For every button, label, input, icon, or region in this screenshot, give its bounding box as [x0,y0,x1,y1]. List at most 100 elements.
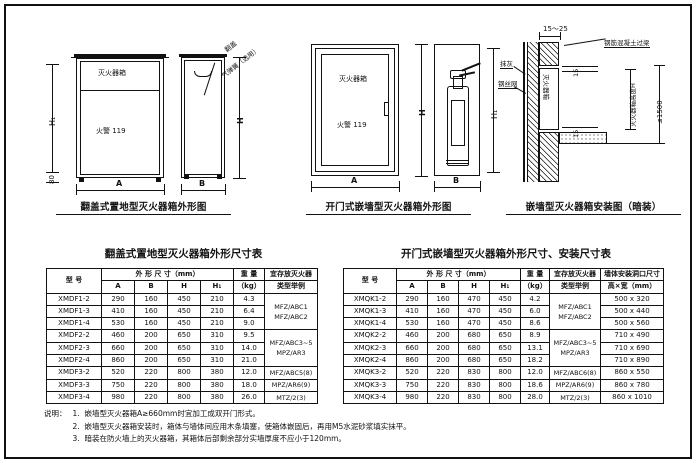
cell-w: 28.0 [520,390,550,405]
cell-a: 410 [101,304,135,319]
cabinet-side-inner [184,60,222,175]
cell-b: 200 [427,329,459,343]
th-r-weight: 重 量 [520,267,550,282]
th-r-dims-group: 外 形 尺 寸（mm） [396,267,521,282]
dim2-label-b: B [453,176,460,185]
dim2-line-h1 [493,48,494,172]
th-r-h1: H₁ [489,280,521,294]
table-left-header-row-1: 型 号 外 形 尺 寸（mm） 重 量 宜存放灭火器 [46,267,318,294]
cell-b: 200 [427,354,459,368]
dim3-label-overall: ≤1500 [656,100,664,124]
cell-h1: 310 [200,329,234,343]
lid-edge [71,57,169,58]
cell-w: 8.9 [520,329,550,343]
th-dims-group: 外 形 尺 寸（mm） [101,267,234,282]
front-label-top: 灭火器箱 [98,69,126,77]
dim3-line-boxheight [630,69,631,129]
cell-model: XMDF3-2 [46,366,102,380]
cell-h1: 450 [489,304,521,319]
cabinet-section-body [434,44,480,176]
cell-a: 460 [396,329,428,343]
cell-opening: 500 x 440 [600,304,664,319]
door-mid-frame [315,48,395,172]
cell-opening: 860 x 1010 [600,390,664,405]
table-right: 型 号 外 形 尺 寸（mm） 重 量 宜存放灭火器 墙体安装洞口尺寸 A B … [343,267,664,405]
cell-w: 9.5 [233,329,265,343]
cell-w: 12.0 [520,366,550,380]
dim2-tick-h-top [415,44,428,45]
cell-b: 220 [427,366,459,380]
cell-h: 680 [458,329,490,343]
table-left-header-row-2: A B H H₁ （kg） 类型举例 [47,280,318,294]
dim2-line-b [434,187,480,188]
cell-opening: 500 x 560 [600,317,664,331]
cell-h1: 310 [200,341,234,356]
notes-block: 说明： 1.嵌墙型灭火器箱A≥660mm时宜加工成双开门形式。2.嵌墙型灭火器箱… [44,408,454,446]
cell-model: XMDF2-3 [46,341,102,356]
extinguisher-body [447,86,469,166]
cell-model: XMQK2-3 [343,341,397,356]
th-types: 宜存放灭火器 [264,267,318,282]
door-outer-frame [311,44,399,176]
cell-h1: 650 [489,341,521,356]
side-note-lid: 翻盖 [223,39,239,54]
dim3-line-top [539,36,561,37]
cell-h1: 800 [489,390,521,405]
gap-bottom-line-2 [562,132,598,133]
dim-line-h [239,57,240,178]
cell-w: 18.0 [233,378,265,392]
note-number: 3. [72,434,80,443]
note-number: 2. [72,421,80,431]
th-r-opening-2: 高×宽（mm） [600,280,664,294]
th-r-opening: 墙体安装洞口尺寸 [600,267,664,282]
cell-b: 200 [427,341,459,356]
cell-a: 660 [396,341,428,356]
cell-model: XMQK1-4 [343,317,397,331]
cell-a: 660 [101,341,135,356]
cell-w: 9.0 [233,317,265,331]
table-right-header-row-2: A B H H₁ （kg） 类型举例 高×宽（mm） [344,280,664,294]
dim-label-base: 80 [48,175,56,184]
cell-w: 12.0 [233,366,265,380]
th-types-2: 类型举例 [264,280,318,294]
cell-h1: 310 [200,354,234,368]
cell-opening: 500 x 320 [600,292,664,306]
th-a: A [101,280,135,294]
figure-installation-detail: 灭火器箱 15～25 抹灰 钢丝网 钢筋混凝土过梁 15 15 灭火器箱高度H [496,24,691,199]
cell-h: 450 [167,304,201,319]
caption-figure-1: 翻盖式置地型灭火器箱外形图 [56,199,231,215]
dim2-tick-h1-top [487,48,500,49]
dim-tick-a-right [164,184,165,195]
cell-h: 450 [167,292,201,306]
wall-below-hatch [539,132,559,182]
note-item: 2. 嵌墙型灭火器箱安装时，箱体与墙体间应用木条填塞，使箱体嵌固后，再用M5水泥砂… [73,421,455,432]
cell-h1: 800 [489,378,521,392]
wall-hatch [527,42,539,182]
annotation-wire-mesh: 钢丝网 [498,80,518,89]
cell-type-group: MTZ/2(3) [549,390,601,405]
dim2-tick-a-left [311,181,312,192]
cell-h1: 380 [200,390,234,405]
cell-b: 160 [134,304,168,319]
cell-a: 520 [101,366,135,380]
th-r-weight-unit: （kg） [520,280,550,294]
dim-line-a [76,190,164,191]
cell-w: 14.0 [233,341,265,356]
panel-divider [80,90,160,91]
gap-top-label: 15 [572,68,580,77]
th-r-b: B [427,280,459,294]
note-text: 嵌墙型灭火器箱安装时，箱体与墙体间应用木条填塞，使箱体嵌固后，再用M5水泥砂浆填… [84,421,411,431]
cell-a: 750 [101,378,135,392]
caption-figure-2: 开门式嵌墙型灭火器箱外形图 [306,199,471,215]
cell-a: 860 [396,354,428,368]
table-left: 型 号 外 形 尺 寸（mm） 重 量 宜存放灭火器 A B H H₁ （kg）… [46,267,318,405]
